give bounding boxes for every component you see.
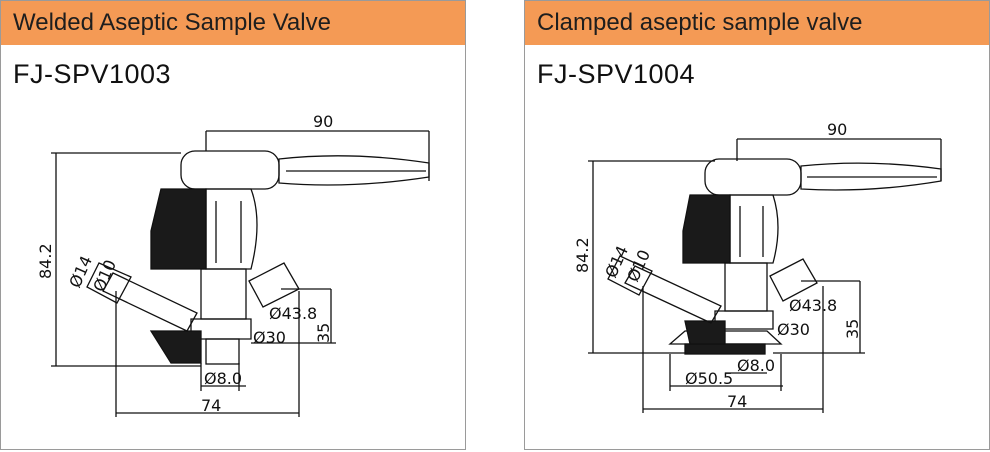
dim-overall-width: 74 xyxy=(727,392,747,411)
handle-head xyxy=(704,158,802,196)
valve-body xyxy=(724,262,768,312)
valve-drawing-welded: 90 84.2 Ø14 Ø10 Ø43.8 Ø30 35 Ø8.0 74 xyxy=(36,112,430,417)
dim-port-dia: Ø43.8 xyxy=(269,304,317,323)
dim-height: 84.2 xyxy=(36,243,55,279)
handle-grip xyxy=(278,155,430,186)
panel-clamped: Clamped aseptic sample valve FJ-SPV1004 xyxy=(524,0,990,450)
weld-stub xyxy=(205,338,240,365)
dim-overall-width: 74 xyxy=(201,396,221,415)
side-port xyxy=(248,262,300,308)
panel-welded: Welded Aseptic Sample Valve FJ-SPV1003 xyxy=(0,0,466,450)
bonnet xyxy=(205,188,258,270)
dim-clamp-dia: Ø50.5 xyxy=(685,369,733,388)
outlet-pipe xyxy=(624,265,722,324)
side-port xyxy=(769,258,818,302)
handle-grip xyxy=(800,162,942,191)
dim-side-height: 35 xyxy=(314,323,333,343)
valve-drawing-clamped: 90 84.2 Ø14 Ø10 Ø43.8 Ø30 35 Ø8.0 Ø50.5 … xyxy=(573,120,942,413)
dim-handle-length: 90 xyxy=(827,120,847,139)
panel-title: Welded Aseptic Sample Valve xyxy=(1,1,465,45)
dim-bore-dia: Ø8.0 xyxy=(204,369,242,388)
handle-head xyxy=(180,150,280,190)
model-number: FJ-SPV1004 xyxy=(537,59,696,89)
bonnet-dark xyxy=(150,188,207,270)
dim-body-dia: Ø30 xyxy=(777,320,810,339)
dim-side-height: 35 xyxy=(843,319,862,339)
dim-port-dia: Ø43.8 xyxy=(789,296,837,315)
valve-body xyxy=(200,268,247,320)
dim-height: 84.2 xyxy=(573,237,592,273)
panel-title: Clamped aseptic sample valve xyxy=(525,1,989,45)
outlet-pipe xyxy=(102,272,198,332)
dim-body-dia: Ø30 xyxy=(253,328,286,347)
dim-handle-length: 90 xyxy=(313,112,333,131)
dim-bore-dia: Ø8.0 xyxy=(737,356,775,375)
bonnet xyxy=(729,194,779,264)
model-number: FJ-SPV1003 xyxy=(13,59,172,89)
bonnet-dark xyxy=(682,194,731,264)
